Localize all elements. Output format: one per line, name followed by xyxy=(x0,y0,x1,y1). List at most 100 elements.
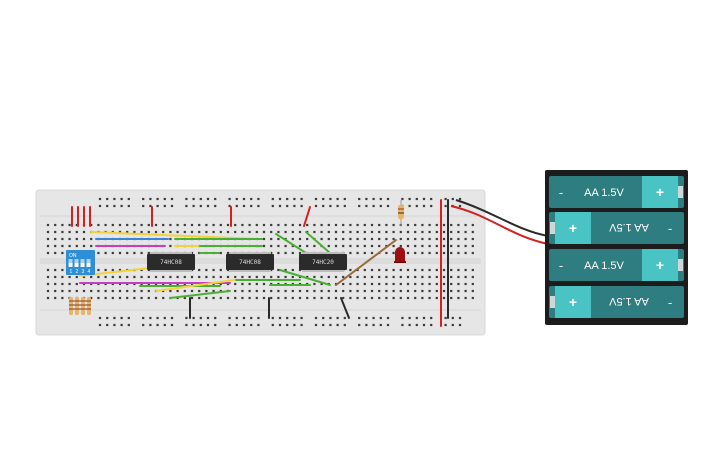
breadboard-hole xyxy=(298,296,302,300)
breadboard-hole xyxy=(198,296,201,300)
breadboard-hole xyxy=(329,197,332,201)
breadboard-hole xyxy=(451,316,454,320)
breadboard-hole xyxy=(284,289,287,293)
breadboard-hole xyxy=(126,251,129,255)
breadboard-hole xyxy=(106,323,109,327)
breadboard-hole xyxy=(399,244,402,248)
breadboard-hole xyxy=(450,275,453,279)
battery-cell: -+AA 1.5V xyxy=(549,176,684,208)
breadboard-hole xyxy=(464,230,467,234)
breadboard-hole xyxy=(451,197,454,201)
breadboard-hole xyxy=(270,251,273,255)
breadboard-hole xyxy=(133,251,136,255)
breadboard-hole xyxy=(343,323,346,327)
breadboard-hole xyxy=(284,296,287,300)
breadboard-hole xyxy=(379,323,382,327)
breadboard-hole xyxy=(293,316,296,320)
breadboard-hole xyxy=(414,223,417,227)
breadboard-hole xyxy=(214,197,217,201)
breadboard-hole xyxy=(458,204,462,208)
breadboard-hole xyxy=(104,296,107,300)
breadboard-hole xyxy=(90,275,93,279)
breadboard-hole xyxy=(342,282,345,286)
breadboard-hole xyxy=(358,323,361,327)
breadboard-hole xyxy=(183,275,186,279)
breadboard-hole xyxy=(385,275,388,279)
breadboard-hole xyxy=(190,275,194,279)
breadboard-hole xyxy=(219,289,222,293)
breadboard-hole xyxy=(250,197,253,201)
black-ground-wire xyxy=(340,297,350,319)
breadboard-hole xyxy=(235,316,238,320)
breadboard-hole xyxy=(241,275,244,279)
breadboard-hole xyxy=(241,223,244,227)
breadboard-hole xyxy=(54,223,57,227)
breadboard-hole xyxy=(313,223,316,227)
breadboard-hole xyxy=(248,275,251,279)
breadboard-hole xyxy=(306,275,309,279)
breadboard-hole xyxy=(458,197,462,201)
breadboard-hole xyxy=(198,268,201,272)
breadboard-hole xyxy=(399,282,402,286)
breadboard-hole xyxy=(127,316,130,320)
breadboard-hole xyxy=(406,251,410,255)
breadboard-hole xyxy=(349,275,352,279)
breadboard-hole xyxy=(471,230,474,234)
breadboard-hole xyxy=(406,230,410,234)
breadboard-hole xyxy=(284,268,287,272)
breadboard-hole xyxy=(156,204,159,208)
breadboard-hole xyxy=(255,275,258,279)
breadboard-hole xyxy=(170,197,174,201)
breadboard-hole xyxy=(356,223,359,227)
breadboard-hole xyxy=(176,275,179,279)
breadboard-hole xyxy=(277,237,280,241)
battery-right-terminal-sign: - xyxy=(668,221,672,236)
breadboard-hole xyxy=(248,223,251,227)
breadboard-hole xyxy=(192,316,195,320)
breadboard-hole xyxy=(378,244,381,248)
breadboard-hole xyxy=(358,204,361,208)
breadboard-hole xyxy=(75,237,78,241)
breadboard-hole xyxy=(206,316,210,320)
breadboard-hole xyxy=(118,296,122,300)
breadboard-hole xyxy=(306,289,309,293)
breadboard-hole xyxy=(293,323,296,327)
breadboard-hole xyxy=(334,296,338,300)
breadboard-hole xyxy=(104,275,107,279)
breadboard-hole xyxy=(320,230,323,234)
battery-right-terminal-sign: + xyxy=(656,257,664,273)
breadboard-hole xyxy=(241,282,244,286)
breadboard-hole xyxy=(68,223,71,227)
chip-74hc08-a: 74HC08 xyxy=(147,252,195,272)
breadboard-hole xyxy=(358,197,361,201)
breadboard-hole xyxy=(111,251,114,255)
breadboard-hole xyxy=(378,223,381,227)
breadboard-hole xyxy=(379,197,382,201)
breadboard-hole xyxy=(320,237,323,241)
breadboard-hole xyxy=(277,230,280,234)
breadboard-hole xyxy=(90,296,93,300)
breadboard-hole xyxy=(435,237,438,241)
yellow-wire xyxy=(90,231,259,240)
breadboard-hole xyxy=(185,316,188,320)
breadboard-hole xyxy=(206,204,210,208)
breadboard-hole xyxy=(322,323,325,327)
breadboard-hole xyxy=(156,323,159,327)
breadboard-hole xyxy=(372,197,375,201)
breadboard-hole xyxy=(442,282,446,286)
breadboard-hole xyxy=(378,282,381,286)
breadboard-hole xyxy=(248,289,251,293)
breadboard-hole xyxy=(147,296,150,300)
breadboard-hole xyxy=(82,237,86,241)
breadboard-hole xyxy=(286,323,289,327)
breadboard-hole xyxy=(61,296,64,300)
breadboard-hole xyxy=(406,282,410,286)
breadboard-hole xyxy=(349,230,352,234)
breadboard-hole xyxy=(118,275,122,279)
dip-switch[interactable]: ON 1 2 3 4 xyxy=(66,250,95,275)
breadboard-hole xyxy=(169,237,172,241)
breadboard-hole xyxy=(414,237,417,241)
breadboard-hole xyxy=(169,223,172,227)
battery-left-terminal-sign: + xyxy=(569,220,577,236)
breadboard-hole xyxy=(435,230,438,234)
